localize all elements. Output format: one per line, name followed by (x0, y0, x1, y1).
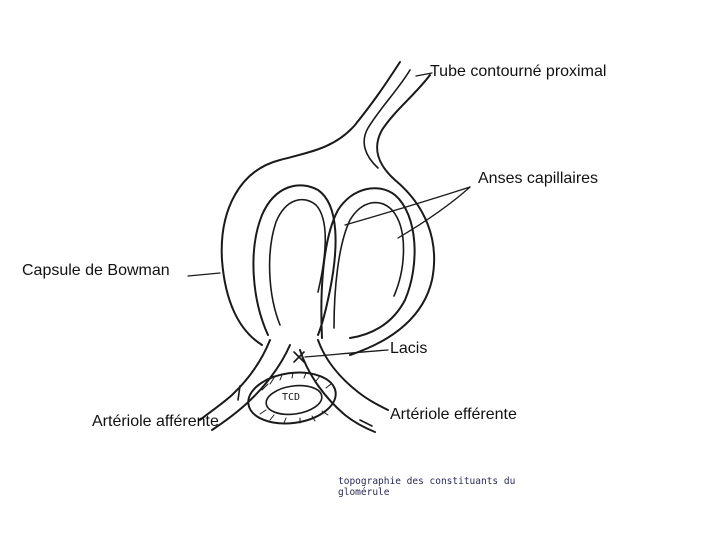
macula-densa-hatching (259, 372, 332, 424)
capillary-loop-right (320, 187, 416, 339)
caption-line-1: topographie des constituants du (338, 476, 516, 487)
tcd-mark: TCD (282, 392, 301, 403)
caption-line-2: glomérule (338, 487, 390, 498)
efferent-arteriole-wall-lower (299, 349, 376, 433)
capillary-loop-left (252, 184, 337, 336)
afferent-arteriole-wall-upper (199, 339, 271, 421)
bowman-capsule-outer (220, 61, 401, 346)
pointer-capsule (187, 272, 221, 277)
label-capsule-de-bowman: Capsule de Bowman (22, 262, 170, 279)
proximal-tubule-inner (363, 69, 411, 169)
afferent-arteriole-wall-lower (211, 344, 291, 431)
efferent-arrow (359, 419, 373, 427)
label-arteriole-efferente: Artériole efférente (390, 406, 517, 423)
lacis-cross-b (293, 351, 305, 363)
caption-block: topographie des constituants du glomérul… (338, 476, 515, 498)
efferent-arteriole-wall-upper (317, 339, 389, 411)
pointer-anses-1 (344, 186, 471, 226)
capillary-loop-left-inner (268, 198, 327, 326)
pointer-lacis (304, 349, 389, 358)
label-anses-capillaires: Anses capillaires (478, 170, 599, 187)
macula-densa-outer (247, 371, 337, 425)
pointer-tube (415, 72, 433, 77)
label-arteriole-afferente: Artériole afférente (92, 413, 219, 430)
bowman-capsule-outer-right (349, 74, 436, 356)
capillary-loop-right-inner (333, 201, 405, 329)
pointer-anses-2 (397, 186, 471, 239)
macula-densa-inner (265, 384, 323, 416)
label-tube-contourne-proximal: Tube contourné proximal (430, 63, 607, 80)
afferent-arrow (237, 385, 241, 401)
label-lacis: Lacis (390, 340, 428, 357)
